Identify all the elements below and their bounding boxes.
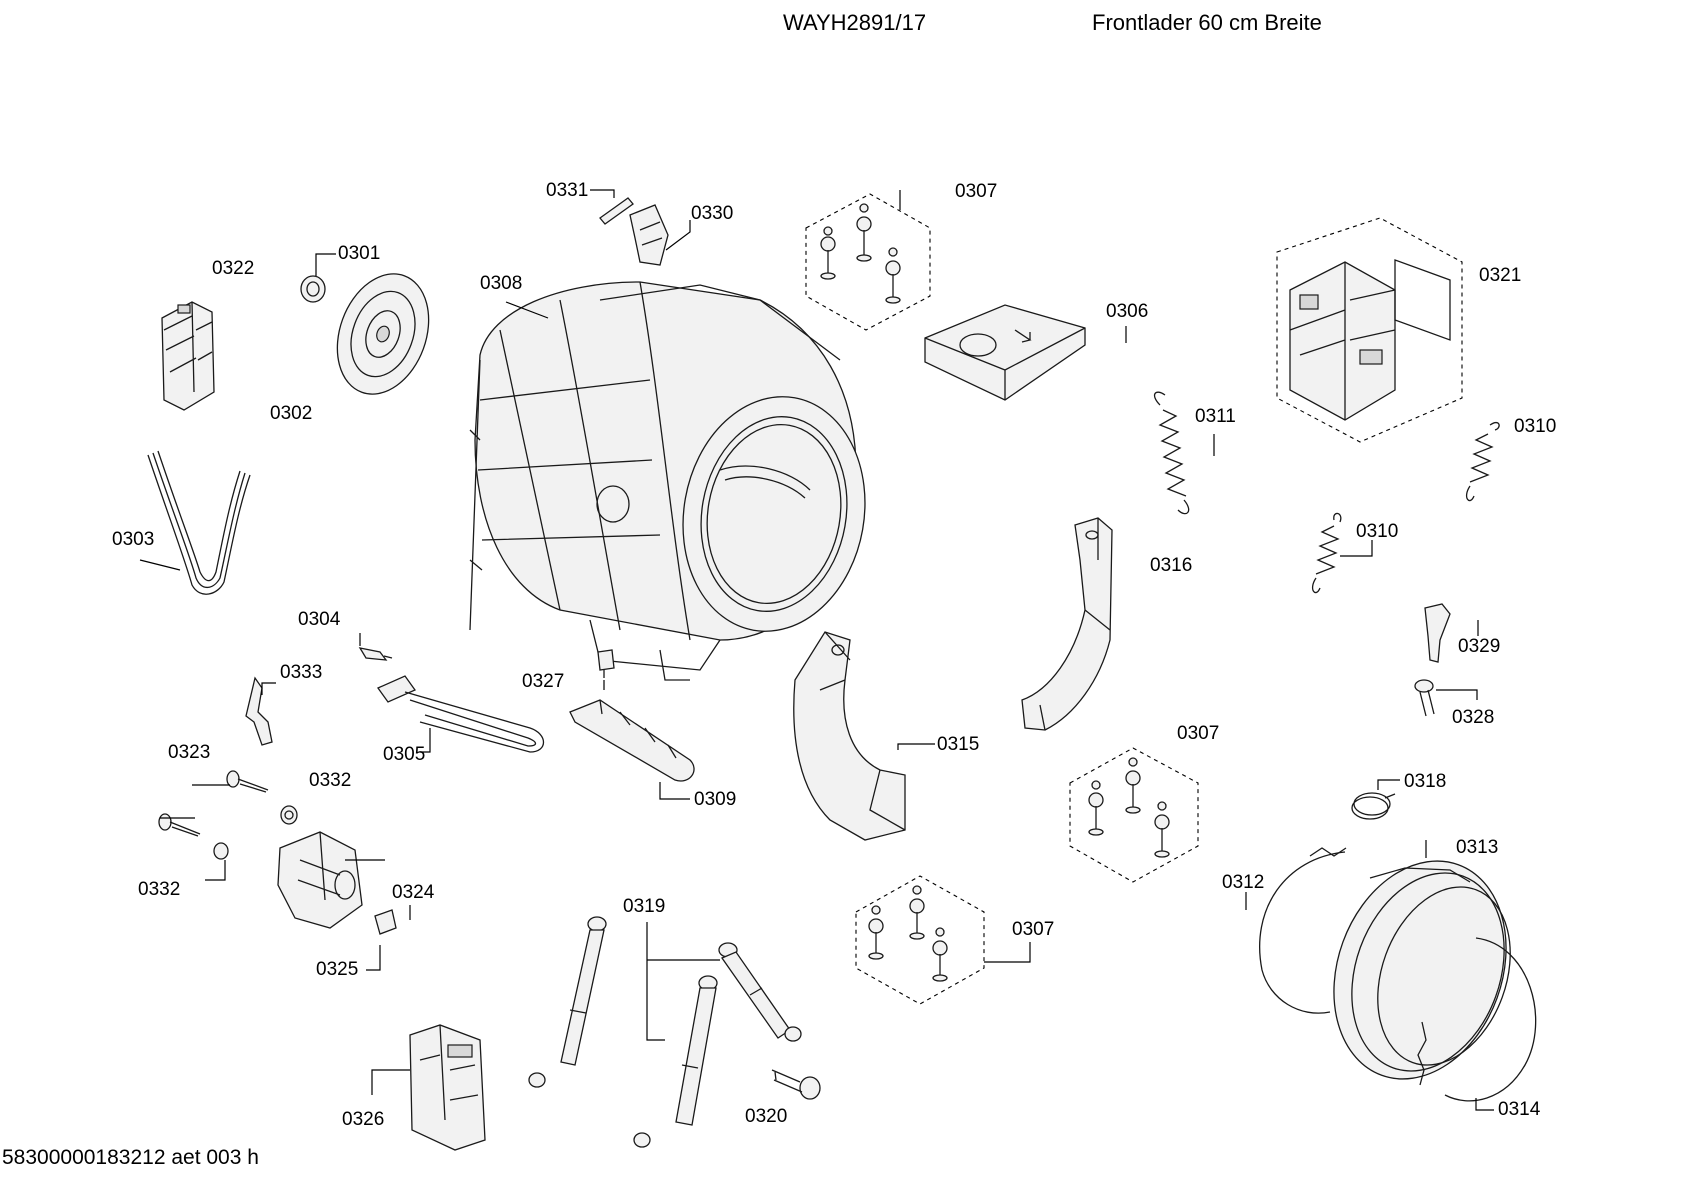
callout-0320: 0320	[745, 1106, 787, 1127]
model-number: WAYH2891/17	[783, 10, 927, 35]
part-0305-heater	[377, 675, 545, 753]
callout-0309: 0309	[694, 789, 736, 810]
callout-0313: 0313	[1456, 837, 1498, 858]
part-0325-clamp	[374, 909, 397, 935]
callout-0315: 0315	[937, 734, 979, 755]
part-0312-clamp-wire	[1259, 847, 1347, 1014]
callout-0332-upper: 0332	[309, 770, 351, 791]
callout-0332-lower: 0332	[138, 879, 180, 900]
part-0329-lock	[1424, 603, 1451, 663]
part-0316-damper-bracket	[1021, 517, 1113, 731]
callout-0330: 0330	[691, 203, 733, 224]
callout-0307-bottom: 0307	[1012, 919, 1054, 940]
part-0333-bracket	[245, 676, 273, 746]
callout-0302: 0302	[270, 403, 312, 424]
part-0332-screw-lower	[158, 813, 229, 860]
part-0313-door-seal	[1333, 860, 1511, 1080]
callout-0311: 0311	[1195, 406, 1236, 427]
part-0315-damper-bracket	[793, 631, 906, 841]
callout-0325: 0325	[316, 959, 358, 980]
part-0307-bolt-kit-right	[1069, 747, 1199, 883]
callout-0318: 0318	[1404, 771, 1446, 792]
callout-0326: 0326	[342, 1109, 384, 1130]
part-0308-drum	[469, 281, 866, 681]
callout-0304: 0304	[298, 609, 341, 630]
callout-0306: 0306	[1106, 301, 1148, 322]
part-0324-pump	[277, 831, 363, 929]
part-0311-spring	[1153, 391, 1190, 515]
part-0310-spring-lower	[1312, 512, 1342, 594]
part-0330-bracket	[629, 204, 669, 266]
callout-0308: 0308	[480, 273, 522, 294]
document-id: 58300000183212 aet 003 h	[2, 1146, 259, 1169]
part-0323-screw	[226, 770, 269, 793]
callout-0319: 0319	[623, 896, 665, 917]
callout-0328: 0328	[1452, 707, 1494, 728]
callout-0323: 0323	[168, 742, 210, 763]
callout-0310-upper: 0310	[1514, 416, 1556, 437]
callout-0307-top: 0307	[955, 181, 997, 202]
part-0307-bolt-kit-top	[805, 193, 931, 331]
part-0331-clip	[599, 197, 634, 225]
part-0306-counterweight	[924, 304, 1086, 401]
part-0301-ring	[300, 275, 326, 303]
callout-0333: 0333	[280, 662, 322, 683]
part-0320-bolt	[771, 1069, 821, 1100]
callout-0316: 0316	[1150, 555, 1192, 576]
callout-0327: 0327	[522, 671, 564, 692]
part-0302-pulley	[336, 273, 430, 395]
callout-0310-lower: 0310	[1356, 521, 1398, 542]
callout-0329: 0329	[1458, 636, 1500, 657]
part-0326-bracket	[409, 1024, 486, 1151]
part-0327-clip	[597, 649, 615, 678]
callout-0303: 0303	[112, 529, 154, 550]
callout-0324: 0324	[392, 882, 435, 903]
part-0303-belt	[147, 450, 251, 595]
part-0319-damper-right	[718, 942, 802, 1042]
part-0304-sensor	[358, 647, 393, 661]
part-0328-screw	[1414, 679, 1435, 717]
part-0322-module	[161, 301, 215, 411]
part-0307-bolt-kit-bottom	[855, 875, 985, 1005]
callout-0307-right: 0307	[1177, 723, 1219, 744]
part-0318-hose-clamp	[1351, 792, 1396, 820]
part-0309-drum-baffle	[569, 699, 695, 782]
callout-0314: 0314	[1498, 1099, 1541, 1120]
part-0314-clamp-wire	[1417, 937, 1537, 1102]
callout-0301: 0301	[338, 243, 380, 264]
callout-0312: 0312	[1222, 872, 1264, 893]
part-0319-damper-middle	[633, 975, 718, 1148]
drawing-title: Frontlader 60 cm Breite	[1092, 10, 1322, 35]
part-0332-nut-upper	[280, 805, 298, 825]
callout-0331: 0331	[546, 180, 588, 201]
callout-0322: 0322	[212, 258, 254, 279]
callout-0305: 0305	[383, 744, 425, 765]
part-0319-damper-left	[528, 916, 607, 1088]
part-0310-spring-upper	[1466, 421, 1500, 502]
callout-0321: 0321	[1479, 265, 1521, 286]
part-0321-control-board	[1276, 217, 1463, 443]
